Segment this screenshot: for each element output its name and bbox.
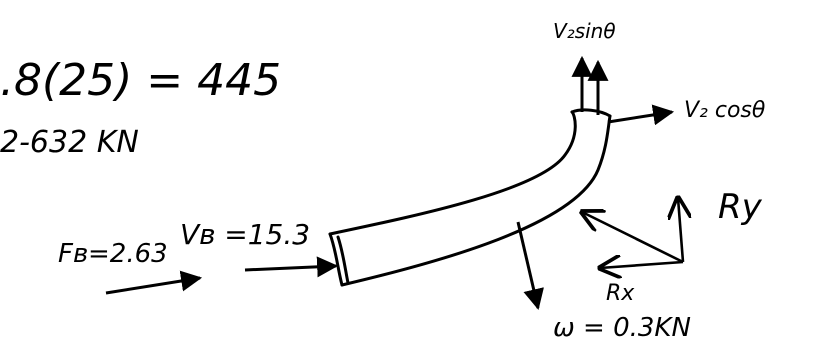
equation-line-1: .8(25) = 445 [0, 55, 281, 106]
label-weight: ω = 0.3KN [553, 313, 691, 343]
inlet-force-arrow [244, 256, 339, 278]
weight-arrow [516, 221, 544, 311]
label-rx: Rx [606, 281, 635, 306]
label-ry: Ry [718, 187, 763, 227]
label-fb: Fʙ=2.63 [58, 239, 168, 269]
label-vb: Vʙ =15.3 [180, 218, 310, 251]
reaction-arrows [582, 198, 683, 268]
inlet-flow-arrow [105, 270, 203, 295]
v2-cos-arrow [607, 104, 675, 126]
v2-sin-arrows [571, 55, 609, 115]
equation-line-2: 2-632 KN [0, 125, 139, 160]
pipe-bend [328, 108, 612, 287]
label-v2-cos: V₂ cosθ [684, 98, 766, 123]
label-v2-sin: V₂sinθ [553, 19, 616, 43]
